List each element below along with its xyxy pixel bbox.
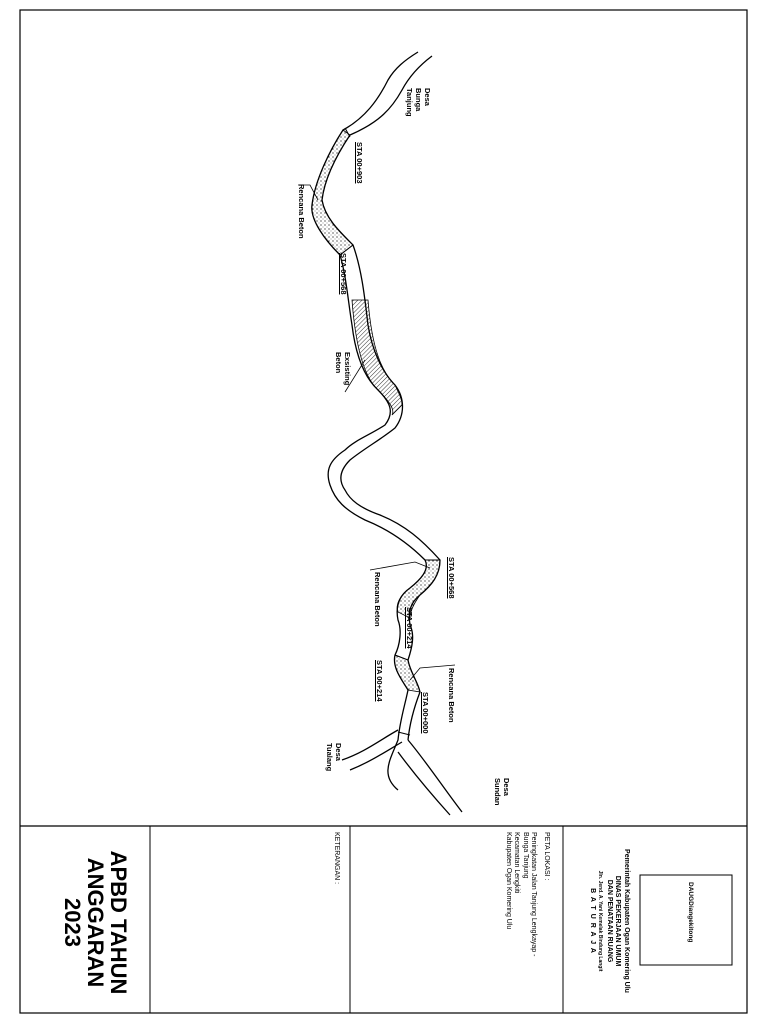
village-north-line-3: Tanjung <box>405 88 414 117</box>
agency-line-1: Pemerintah Kabupaten Ogan Komering Ulu <box>623 849 630 993</box>
segment-rencana-top <box>311 129 354 256</box>
segment-rencana-low <box>394 654 421 693</box>
sta-214-b-label: STA 00+214 <box>375 660 384 702</box>
leader-rencana-bottom <box>409 664 456 681</box>
location-block: PETA LOKASI : Peningkatan Jalan Tanjung … <box>504 832 550 1002</box>
existing-line-2: Beton <box>334 352 343 374</box>
branch-west-2 <box>349 741 403 771</box>
village-se-line-2: Sundan <box>493 778 502 806</box>
village-sw-line-1: Desa <box>334 743 343 761</box>
village-sw-line-2: Tualang <box>325 743 334 772</box>
leader-rencana-mid <box>369 561 431 571</box>
sta-214-a-label: STA 00+214 <box>405 607 414 649</box>
sta-568-top-tick <box>339 244 354 256</box>
sta-000-tick <box>397 731 411 736</box>
branch-east <box>407 739 463 813</box>
existing-line-1: Exsisting <box>343 352 352 386</box>
drawing-frame <box>19 9 748 1014</box>
village-north-label: Desa Bunga Tanjung <box>405 88 432 148</box>
logo-box <box>639 874 733 966</box>
logo-placeholder-text: DAUGDiangekitong <box>687 882 694 943</box>
branch-east-2 <box>397 751 451 816</box>
agency-line-4: Jln. Jend. A. Yani Kemelak Bindung Langi… <box>597 870 604 972</box>
rencana-bottom-label: Rencana Beton <box>447 668 456 723</box>
location-heading: PETA LOKASI : <box>543 832 550 881</box>
existing-label: Exsisting Beton <box>334 352 352 402</box>
sta-000-label: STA 00+000 <box>421 692 430 734</box>
notes-heading: KETERANGAN : <box>333 832 340 885</box>
village-north-line-1: Desa <box>423 88 432 106</box>
location-line-4: Kabupaten Ogan Komering Ulu <box>505 832 512 930</box>
sta-903-tick <box>344 127 351 138</box>
location-line-1: Peningkatan Jalan Tanjung Lengkayap - <box>530 832 538 957</box>
sta-568-bottom-label: STA 00+568 <box>447 557 456 599</box>
leader-existing <box>344 359 366 393</box>
agency-line-2: DINAS PEKERJAAN UMUM <box>614 875 622 967</box>
village-southeast-label: Desa Sundan <box>493 778 511 838</box>
agency-line-3: DAN PENATAAN RUANG <box>606 879 613 963</box>
village-north-line-2: Bunga <box>414 88 423 112</box>
village-se-line-1: Desa <box>502 778 511 796</box>
rencana-top-label: Rencana Beton <box>297 184 306 239</box>
title-line-3: 2023 <box>60 898 85 947</box>
segment-existing <box>351 299 403 416</box>
branch-west <box>341 729 399 761</box>
agency-block: Pemerintah Kabupaten Ogan Komering Ulu D… <box>588 836 630 1006</box>
sta-568-top-label: STA 00+568 <box>339 253 348 295</box>
location-line-2: Bunga Tanjung <box>522 832 529 879</box>
village-southwest-label: Desa Tualang <box>325 743 343 803</box>
segment-rencana-mid <box>396 559 441 619</box>
sta-214-tick <box>394 654 409 661</box>
sta-903-label: STA 00+903 <box>355 142 364 184</box>
title-line-1: APBD TAHUN <box>106 850 131 995</box>
title-line-2: ANGGARAN <box>83 857 108 988</box>
location-line-3: Kecamatan Lengkiti <box>513 832 521 894</box>
project-title: APBD TAHUN ANGGARAN 2023 <box>60 835 131 1010</box>
agency-line-5: B A T U R A J A <box>589 888 596 954</box>
rencana-mid-label: Rencana Beton <box>373 572 382 627</box>
leader-rencana-top <box>298 184 319 201</box>
